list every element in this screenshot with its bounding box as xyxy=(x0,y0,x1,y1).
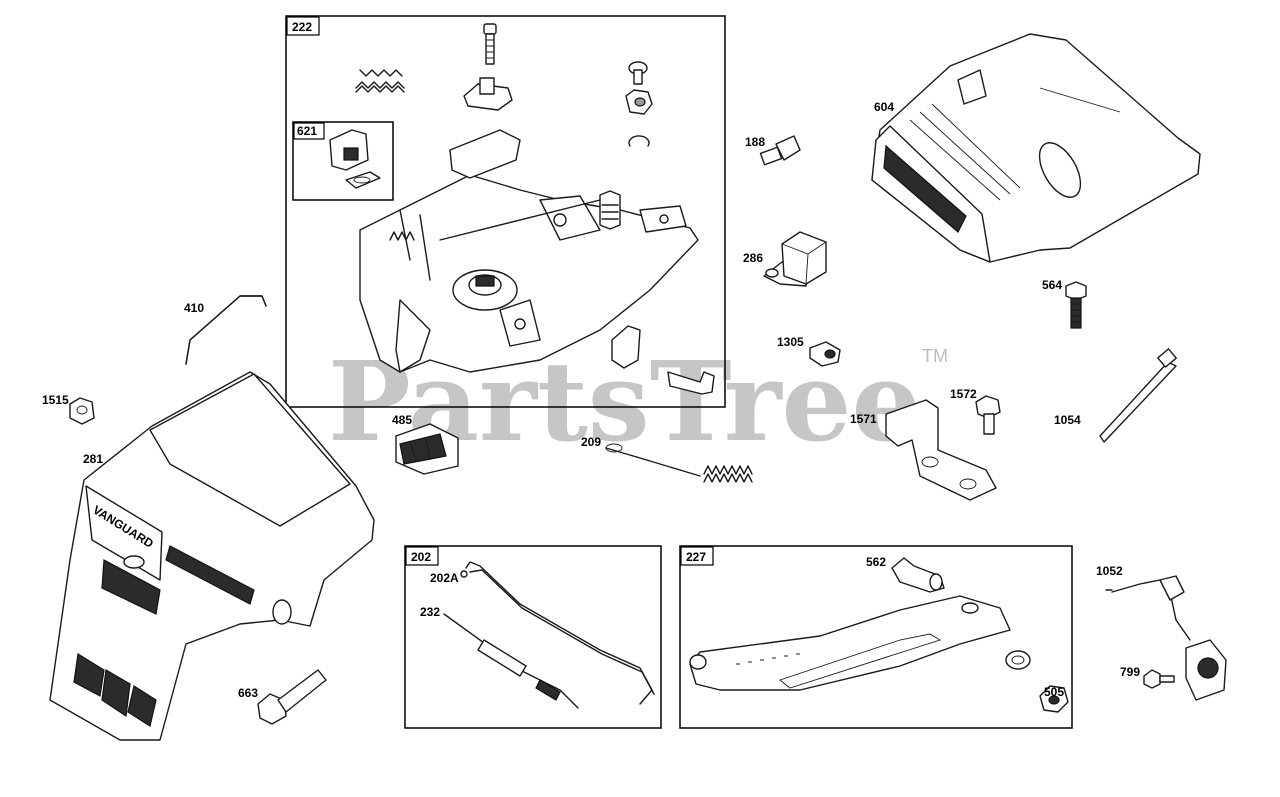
callout-663[interactable]: 663 xyxy=(238,686,258,700)
link-rod-410-part[interactable] xyxy=(185,295,267,365)
bolt-188-part[interactable] xyxy=(759,135,801,166)
callout-1515[interactable]: 1515 xyxy=(42,393,69,407)
box-label-621: 621 xyxy=(297,124,317,138)
spring-part[interactable] xyxy=(355,69,405,93)
callout-232[interactable]: 232 xyxy=(420,605,440,619)
wire-1052-part[interactable] xyxy=(1105,575,1227,701)
fuel-block-485-part[interactable] xyxy=(395,423,459,475)
callout-799[interactable]: 799 xyxy=(1120,665,1140,679)
callout-604[interactable]: 604 xyxy=(874,100,894,114)
bolt-lower-part[interactable] xyxy=(667,371,715,395)
bolt-1305-part[interactable] xyxy=(809,341,841,367)
callout-410[interactable]: 410 xyxy=(184,301,204,315)
bolt-1572-part[interactable] xyxy=(975,395,1001,435)
nut-part[interactable] xyxy=(625,61,653,147)
callout-485[interactable]: 485 xyxy=(392,413,412,427)
callout-281[interactable]: 281 xyxy=(83,452,103,466)
blower-housing-281-part[interactable]: VANGUARD xyxy=(49,371,375,741)
callout-188[interactable]: 188 xyxy=(745,135,765,149)
bracket-1571-part[interactable] xyxy=(885,399,997,501)
box-label-227: 227 xyxy=(686,550,706,564)
clip-part[interactable] xyxy=(463,77,513,111)
callout-562[interactable]: 562 xyxy=(866,555,886,569)
callout-1572[interactable]: 1572 xyxy=(950,387,977,401)
bolt-663-part[interactable] xyxy=(257,669,327,725)
callout-505[interactable]: 505 xyxy=(1044,685,1064,699)
assembly-box-227[interactable]: 227 xyxy=(679,545,1073,729)
callout-202A[interactable]: 202A xyxy=(430,571,459,585)
callout-209[interactable]: 209 xyxy=(581,435,601,449)
cable-tie-1054-part[interactable] xyxy=(1099,348,1177,443)
callout-1305[interactable]: 1305 xyxy=(777,335,804,349)
clip-lower-part[interactable] xyxy=(611,325,641,369)
callout-1052[interactable]: 1052 xyxy=(1096,564,1123,578)
screw-799-part[interactable] xyxy=(1143,669,1175,689)
callout-1571[interactable]: 1571 xyxy=(850,412,877,426)
nut-1515-part[interactable] xyxy=(69,397,95,425)
relay-286-part[interactable] xyxy=(763,231,827,287)
assembly-box-621[interactable]: 621 xyxy=(292,121,394,201)
assembly-box-202[interactable]: 202 xyxy=(404,545,662,729)
bolt-564-part[interactable] xyxy=(1065,281,1087,329)
assembly-box-222[interactable]: 222 xyxy=(285,15,726,408)
callout-labels: 188 604 286 564 410 1305 1515 1572 1571 … xyxy=(42,100,1140,700)
callout-286[interactable]: 286 xyxy=(743,251,763,265)
spring-209-part[interactable] xyxy=(605,443,753,483)
callout-564[interactable]: 564 xyxy=(1042,278,1062,292)
box-label-222: 222 xyxy=(292,20,312,34)
blower-cover-604-part[interactable] xyxy=(871,33,1201,263)
screw-part[interactable] xyxy=(483,23,497,65)
watermark-trademark: TM xyxy=(922,346,948,366)
box-label-202: 202 xyxy=(411,550,431,564)
callout-1054[interactable]: 1054 xyxy=(1054,413,1081,427)
governor-bracket-part[interactable] xyxy=(359,129,699,373)
